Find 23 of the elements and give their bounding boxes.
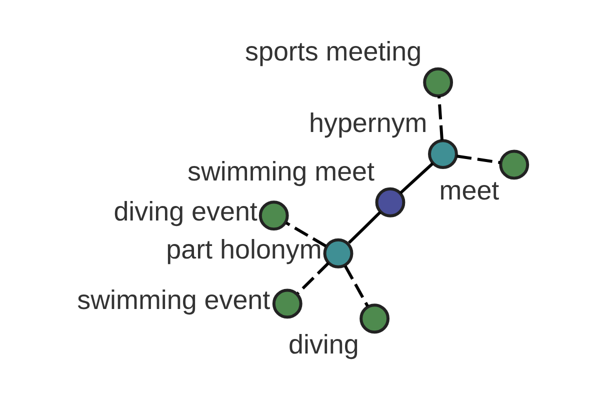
node-label: part holonym [166,234,322,264]
connector [284,221,326,247]
node-circle [258,200,288,230]
node-label: swimming event [76,284,270,314]
node-label: meet [438,175,499,206]
node-circle [272,288,302,318]
node-label: sports meeting [244,36,422,66]
node-circle [498,149,529,180]
node-circle [322,238,353,268]
connector [296,262,329,294]
node-circle [428,138,458,168]
node-circle [374,186,405,217]
node-label: hypernym [308,108,427,138]
node-label: diving event [113,196,257,226]
node-circle [422,66,453,97]
connector [456,154,500,164]
connector [437,96,443,140]
node-label: diving [288,329,358,360]
connector [347,210,381,244]
connector [343,264,368,306]
connector [398,162,434,194]
node-circle [359,303,390,334]
node-label: swimming meet [187,156,374,186]
